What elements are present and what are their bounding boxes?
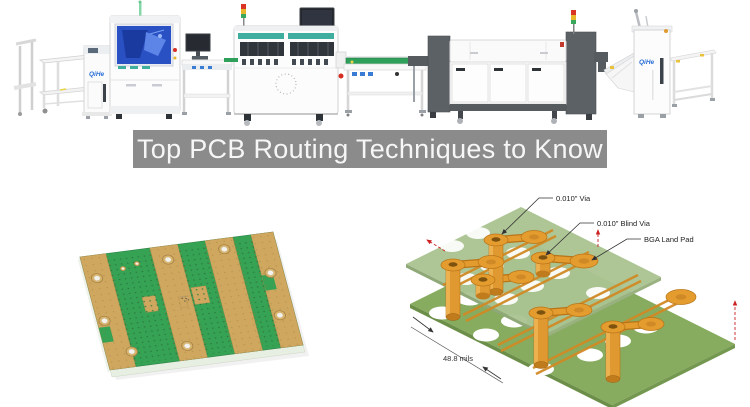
datum-dashed-lines (426, 229, 738, 340)
pick-and-place-machine (224, 4, 347, 126)
pcb-magazine-rack (13, 38, 37, 116)
dimension-label: 48.8 mils (443, 354, 473, 363)
smt-line-photo: QiHe (13, 0, 717, 126)
via-label: 0.010" Via (556, 194, 591, 203)
pcb-unloader: QiHe (598, 9, 717, 118)
brand-logo: QiHe (89, 71, 105, 78)
page-title: Top PCB Routing Techniques to Know (137, 133, 603, 164)
solder-paste-printer (109, 0, 181, 119)
brand-logo: QiHe (639, 59, 655, 66)
blind-via-label: 0.010" Blind Via (597, 219, 651, 228)
pcb-board-photo (78, 231, 309, 380)
vias-and-pads (440, 230, 697, 383)
title-banner: Top PCB Routing Techniques to Know (133, 130, 607, 168)
dimension-annotation: 48.8 mils (410, 316, 504, 384)
monitor-station (181, 33, 233, 115)
pcb-board (79, 231, 304, 371)
callouts: 0.010" Via 0.010" Blind Via BGA Land Pad (501, 194, 694, 261)
reflow-oven (408, 10, 608, 124)
mounting-holes (90, 244, 286, 357)
bga-land-pad-label: BGA Land Pad (644, 235, 694, 244)
via-diagram: 48.8 mils 0.010" Via 0.010" Blind Via BG… (406, 194, 738, 407)
magazine-loader: QiHe (38, 45, 112, 119)
